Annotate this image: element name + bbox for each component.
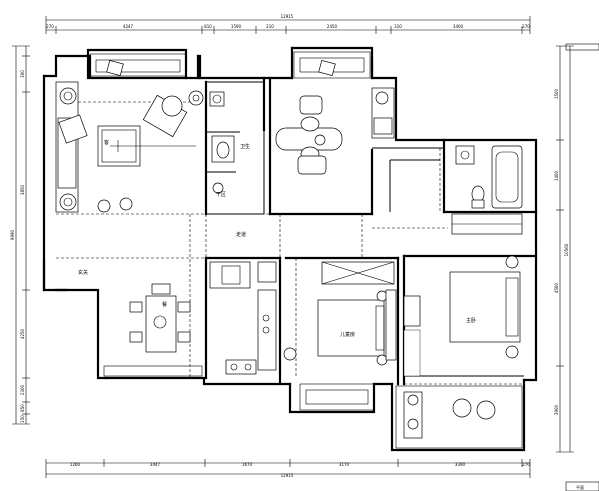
interior-walls — [204, 76, 538, 386]
dim-top-total: 12915 — [281, 14, 294, 19]
dim-bottom-seg: 270 — [522, 462, 530, 467]
dim-bottom-seg: 3390 — [455, 462, 466, 467]
dim-left-total: 9990 — [10, 229, 15, 240]
dim-left-seg: 4250 — [20, 328, 25, 339]
dimension-right: 10560 1500 1400 4560 3900 — [554, 45, 574, 453]
dim-right-total: 10560 — [564, 243, 569, 256]
dining-table: 餐 玄关 走道 — [78, 231, 246, 353]
dim-top-seg: 310 — [394, 24, 402, 29]
room-label-dining: 餐 — [162, 301, 167, 308]
bathroom-left: 卫生 干区 — [209, 91, 250, 198]
dim-bottom-seg: 1260 — [70, 462, 81, 467]
dimension-top: 12915 270 4247 810 1590 210 2450 310 340… — [45, 14, 531, 34]
kids-room: 儿童房 — [283, 289, 397, 366]
dim-bottom-seg: 3447 — [150, 462, 161, 467]
dim-top-seg: 810 — [204, 24, 212, 29]
room-label-corridor: 走道 — [236, 231, 246, 238]
room-label-master: 主卧 — [466, 317, 476, 324]
dim-top-seg: 3400 — [453, 24, 464, 29]
dim-top-seg: 1590 — [231, 24, 242, 29]
dim-top-seg: 4247 — [123, 24, 134, 29]
room-label-entrance: 玄关 — [78, 269, 88, 276]
dim-right-seg: 3900 — [554, 404, 559, 415]
dim-top-seg: 2450 — [327, 24, 338, 29]
room-label-wash: 干区 — [216, 192, 226, 198]
master-bedroom: 主卧 — [403, 255, 521, 377]
dim-right-seg: 1400 — [554, 170, 559, 181]
room-label-living: 客 — [104, 139, 109, 146]
dim-bottom-seg: 1670 — [242, 462, 253, 467]
dim-right-seg: 4560 — [554, 282, 559, 293]
kitchen — [209, 261, 277, 375]
bathroom-right — [455, 145, 523, 209]
dim-left-seg: 3850 — [20, 184, 25, 195]
dim-left-seg: 300 — [20, 70, 25, 78]
dim-bottom-total: 12915 — [281, 473, 294, 478]
dim-right-seg: 1500 — [554, 88, 559, 99]
dining-area — [275, 87, 395, 175]
dim-top-seg: 270 — [522, 24, 530, 29]
dim-top-seg: 210 — [266, 24, 274, 29]
footer-label: 平面 — [576, 485, 584, 490]
exterior-walls — [42, 46, 538, 452]
dim-top-seg: 270 — [46, 24, 54, 29]
dim-bottom-seg: 3170 — [339, 462, 350, 467]
dimension-left: 9990 300 3850 4250 2300 850 150 — [10, 45, 30, 425]
balcony-furniture — [106, 59, 496, 439]
dim-left-seg: 150 — [20, 415, 25, 423]
dim-left-seg: 850 — [20, 404, 25, 412]
dim-left-seg: 2300 — [20, 384, 25, 395]
room-label-kids: 儿童房 — [340, 331, 355, 338]
room-label-bathroom: 卫生 — [240, 143, 250, 150]
living-room: 客 — [55, 81, 204, 213]
dimension-bottom: 1260 3447 1670 3170 3390 270 12915 — [45, 459, 531, 478]
